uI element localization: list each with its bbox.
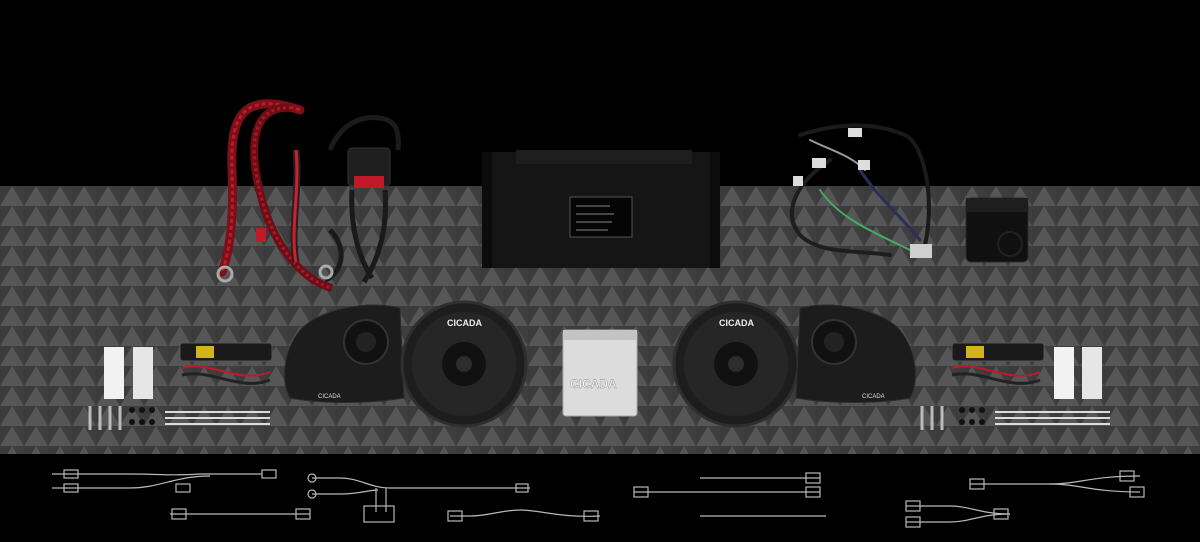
left-coaxial-speaker: CICADA (400, 300, 528, 428)
right-speaker-pod: CICADA (795, 304, 916, 403)
amplifier: CICADA (562, 329, 638, 417)
power-cable-harness (216, 99, 401, 292)
amplifier-mounting-bracket (482, 150, 720, 268)
right-pod-brand: CICADA (862, 394, 885, 400)
control-module (965, 197, 1029, 263)
right-speaker-brand: CICADA (719, 318, 754, 328)
right-accessory-kit (920, 342, 1110, 430)
amplifier-brand: CICADA (570, 377, 617, 391)
right-coaxial-speaker: CICADA (672, 300, 800, 428)
speaker-wiring-harness (789, 123, 932, 258)
left-pod-brand: CICADA (318, 394, 341, 400)
left-accessory-kit (88, 342, 273, 430)
cable-outline-diagrams (52, 469, 1145, 528)
left-speaker-pod: CICADA (284, 304, 405, 403)
left-speaker-brand: CICADA (447, 318, 482, 328)
